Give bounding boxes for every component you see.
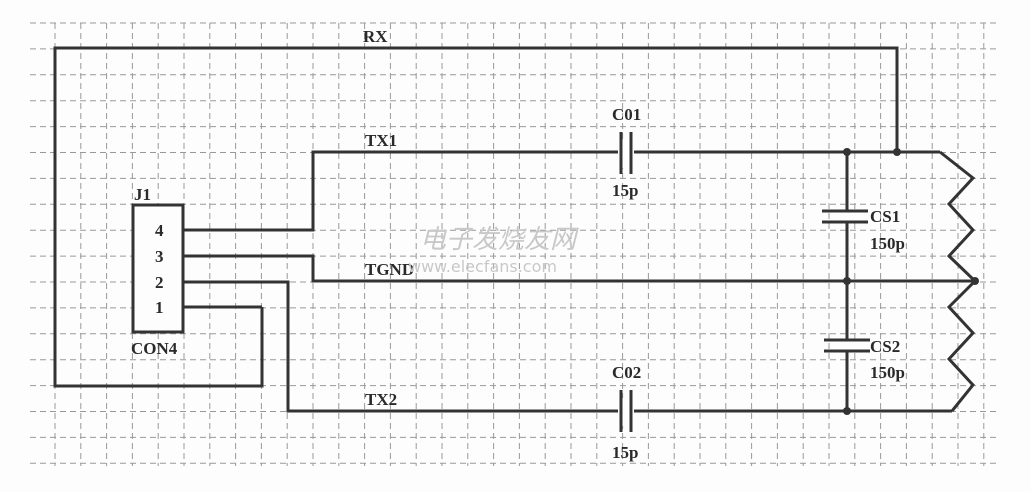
- net-label-tx2: TX2: [365, 390, 397, 409]
- c02-value: 15p: [612, 443, 638, 462]
- watermark-url: www.elecfans.com: [408, 257, 557, 276]
- pin-label: 3: [155, 247, 164, 266]
- junction-dot: [843, 148, 851, 156]
- net-label-rx: RX: [363, 27, 388, 46]
- watermark-cn: 电子发烧友网: [420, 225, 579, 255]
- rx-wire: [53, 46, 899, 388]
- c01-value: 15p: [612, 181, 638, 200]
- junction-dot: [971, 277, 979, 285]
- tx2-wire: [183, 280, 952, 413]
- c02-ref: C02: [612, 363, 641, 382]
- junction-dot: [843, 277, 851, 285]
- connector-part: CON4: [131, 339, 178, 358]
- cs2-ref: CS2: [870, 337, 900, 356]
- junction-dot: [893, 148, 901, 156]
- net-label-tx1: TX1: [365, 131, 397, 150]
- pin-label: 4: [155, 221, 164, 240]
- cs1-value: 150p: [870, 234, 905, 253]
- cs2-value: 150p: [870, 363, 905, 382]
- pin-label: 2: [155, 273, 164, 292]
- cs1-ref: CS1: [870, 207, 900, 226]
- junction-dot: [843, 407, 851, 415]
- tgnd-wire: [183, 254, 975, 283]
- net-label-tgnd: TGND: [365, 260, 414, 279]
- c01-ref: C01: [612, 105, 641, 124]
- connector-ref: J1: [134, 185, 151, 204]
- pin-label: 1: [155, 298, 164, 317]
- tx1-wire: [183, 150, 940, 232]
- connector-body: [131, 203, 185, 334]
